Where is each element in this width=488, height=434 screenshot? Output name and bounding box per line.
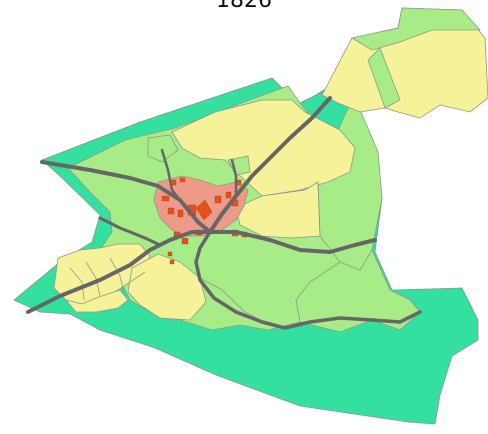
building	[167, 251, 173, 257]
building	[179, 177, 186, 183]
building	[225, 191, 232, 199]
zone-arable-south	[127, 253, 207, 321]
building	[214, 195, 222, 204]
boundary-line	[85, 261, 101, 297]
road-northeast	[208, 96, 332, 234]
road-north-lane	[160, 148, 182, 202]
zone-arable-west-strips	[64, 289, 129, 313]
building	[177, 209, 184, 218]
boundary-line	[295, 261, 341, 323]
roads	[26, 96, 422, 330]
map-title: 1826	[216, 0, 272, 13]
road-main-east	[208, 230, 377, 254]
building	[161, 195, 170, 202]
zone-meadow-northeast-inner	[367, 47, 401, 109]
building	[195, 199, 213, 221]
zone-arable-north	[171, 99, 356, 197]
building	[169, 259, 175, 265]
boundary-line	[69, 267, 85, 301]
building	[167, 207, 175, 215]
boundary-line	[317, 181, 341, 263]
boundary-line	[129, 271, 146, 283]
zone-meadow-village-north	[147, 134, 179, 163]
road-main-west	[26, 230, 212, 314]
road-south	[194, 230, 422, 330]
road-west-branch	[98, 216, 162, 247]
building	[181, 237, 189, 245]
road-northwest	[40, 160, 212, 234]
road-north-lane-east	[230, 158, 238, 198]
boundary-line	[109, 257, 125, 293]
boundary-line	[339, 249, 373, 271]
zone-meadow-northeast-band	[350, 7, 481, 51]
